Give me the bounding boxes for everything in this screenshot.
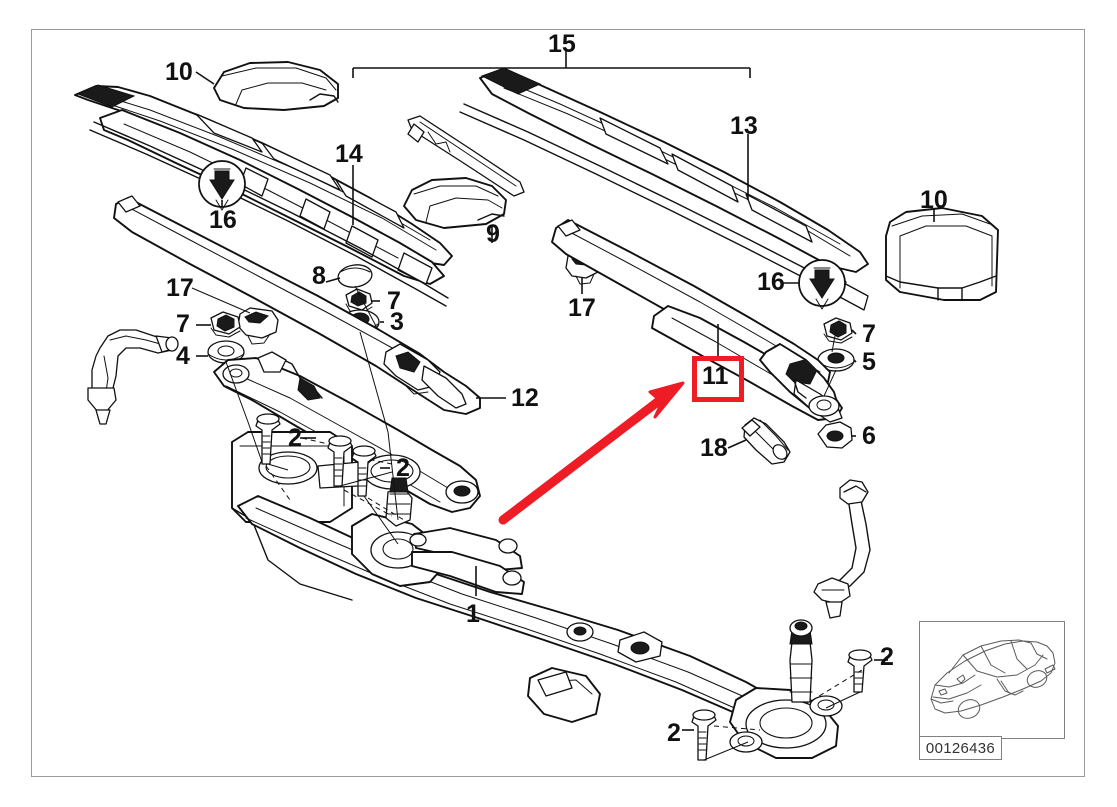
callout-10-right: 10 [920,186,948,214]
screw-2-a [255,413,281,465]
arm-joint-driver [383,343,467,409]
callout-2-a: 2 [288,424,302,452]
screw-2-b [327,435,353,487]
callout-1: 1 [466,600,480,628]
callout-17-left: 17 [166,274,194,302]
callout-2-c: 2 [880,643,894,671]
washer-4 [207,340,245,364]
callout-16-left: 16 [209,206,237,234]
callout-7-right: 7 [862,320,876,348]
callout-13: 13 [730,112,758,140]
washer-hose-right [813,479,871,619]
leader-lines [191,48,935,761]
screw-2-e [847,649,873,693]
callout-10-left: 10 [165,58,193,86]
callout-7-left: 7 [176,310,190,338]
callout-12: 12 [511,384,539,412]
linkage-centre-pivot [351,477,525,595]
hex-nut-7-left [210,311,241,338]
callout-16-right: 16 [757,268,785,296]
callout-14: 14 [335,140,363,168]
callout-15: 15 [548,30,576,58]
highlight-box-callout-11 [692,356,744,402]
linkage-right-pivot [729,619,843,759]
wiper-blade-driver [74,84,453,307]
screw-2-d [691,709,717,761]
callout-5: 5 [862,348,876,376]
callout-9: 9 [486,220,500,248]
vehicle-inset-box [919,621,1065,739]
callout-2-d: 2 [667,719,681,747]
wiper-arm-bracket-centre [407,115,525,197]
direction-of-travel-symbol-right [798,259,846,310]
wiper-arm-cover-cap-right [885,207,999,301]
direction-of-travel-symbol-left [198,160,246,211]
hex-nut-7-right [823,317,853,344]
wiper-arm-cap-centre [403,177,507,229]
callout-6: 6 [862,422,876,450]
washer-hose-connector-left [87,329,179,425]
callout-11: 11 [702,362,729,390]
inset-identifier-box: 00126436 [919,736,1002,760]
connector-18 [741,417,791,465]
wiper-linkage-carrier-frame [231,431,843,759]
screw-2-c [351,445,377,497]
washer-6 [817,421,853,449]
callout-4: 4 [176,342,190,370]
callout-2-b: 2 [396,454,410,482]
callout-17-centre: 17 [568,294,596,322]
vehicle-outline-icon [930,639,1056,719]
red-highlight-arrow [498,381,685,525]
callout-7-centre: 7 [387,287,401,315]
cap-oval-8 [337,264,373,288]
callout-3: 3 [390,308,404,336]
inset-identifier-text: 00126436 [925,739,996,757]
wiper-arm-cover-cap-left [213,61,339,111]
clip-left [237,307,279,345]
wiper-arm-passenger [551,219,843,423]
callout-18: 18 [700,434,728,462]
callout-8: 8 [312,262,326,290]
